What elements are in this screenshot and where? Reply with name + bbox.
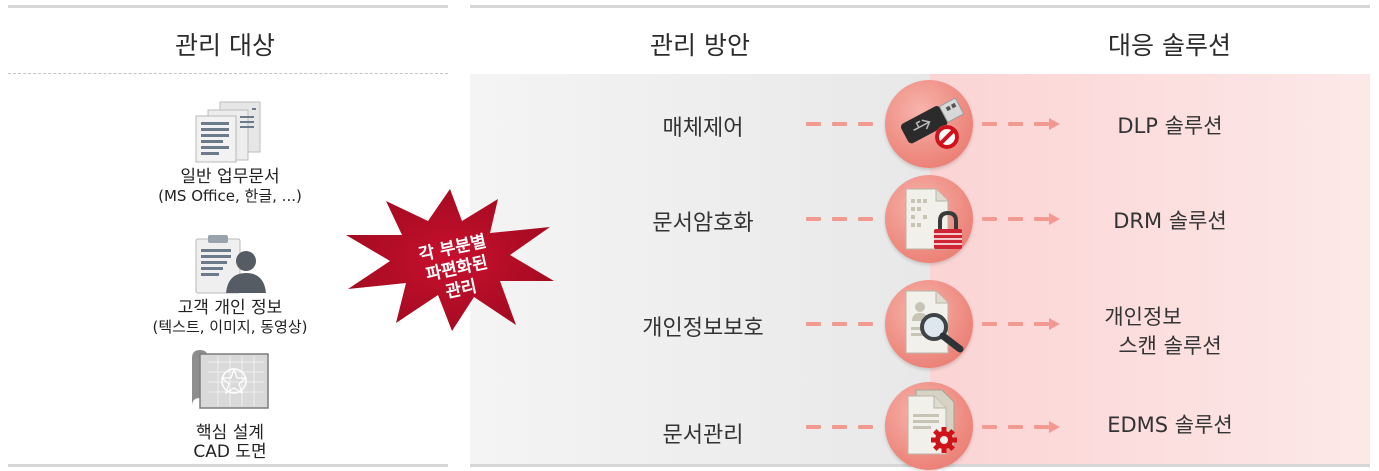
solutions-panel <box>930 74 1370 464</box>
arrow-dash <box>832 322 847 326</box>
header-targets: 관리 대상 <box>175 31 275 60</box>
target-personal-info-title: 고객 개인 정보 <box>177 298 283 318</box>
method-encryption: 문서암호화 <box>652 211 754 236</box>
arrow-dash <box>982 122 997 126</box>
arrow-dash <box>1034 425 1049 429</box>
method-privacy: 개인정보보호 <box>642 316 764 341</box>
header-methods: 관리 방안 <box>650 31 750 60</box>
solution-drm: DRM 솔루션 <box>1040 207 1300 236</box>
solution-privacy-scan-line1: 개인정보 <box>1104 305 1182 329</box>
solution-edms-line1: EDMS 솔루션 <box>1107 413 1233 437</box>
target-personal-info: 고객 개인 정보 (텍스트, 이미지, 동영상) <box>110 299 350 337</box>
arrow-dash <box>832 425 847 429</box>
solution-dlp: DLP 솔루션 <box>1040 112 1300 141</box>
arrow-dash <box>858 425 873 429</box>
arrow-dash <box>982 217 997 221</box>
personal-info-icon <box>190 233 270 301</box>
arrow-dash <box>1034 122 1049 126</box>
arrow-dash <box>1008 122 1023 126</box>
left-bottom-rule <box>8 464 448 467</box>
solution-privacy-scan-line2: 스캔 솔루션 <box>1118 334 1222 358</box>
methods-panel <box>470 74 930 464</box>
left-header-divider <box>8 73 448 74</box>
solution-dlp-line1: DLP 솔루션 <box>1117 114 1223 138</box>
arrow-dash <box>858 122 873 126</box>
left-top-rule <box>8 5 448 8</box>
arrow-dash <box>1034 322 1049 326</box>
target-general-docs-title: 일반 업무문서 <box>180 167 280 187</box>
target-cad: 핵심 설계 CAD 도면 <box>110 424 350 462</box>
method-doc-management: 문서관리 <box>662 423 744 448</box>
target-cad-title: 핵심 설계 <box>196 423 264 443</box>
arrow-dash <box>858 322 873 326</box>
arrow-dash <box>832 122 847 126</box>
arrow-dash <box>858 217 873 221</box>
method-media-control: 매체제어 <box>662 116 744 141</box>
target-personal-info-detail: (텍스트, 이미지, 동영상) <box>152 318 308 336</box>
arrow-dash <box>1034 217 1049 221</box>
target-general-docs: 일반 업무문서 (MS Office, 한글, ...) <box>110 168 350 206</box>
arrowhead <box>1049 421 1060 433</box>
arrow-dash <box>982 322 997 326</box>
arrow-dash <box>982 425 997 429</box>
solution-edms: EDMS 솔루션 <box>1040 411 1300 440</box>
arrowhead <box>1049 318 1060 330</box>
locked-document-icon <box>900 185 970 259</box>
document-gear-icon <box>902 388 972 464</box>
fragmented-burst-icon <box>340 185 560 339</box>
arrowhead <box>1049 118 1060 130</box>
arrow-dash <box>806 425 821 429</box>
arrow-dash <box>806 322 821 326</box>
arrowhead <box>1049 213 1060 225</box>
target-cad-detail: CAD 도면 <box>193 442 267 462</box>
arrow-dash <box>806 122 821 126</box>
arrow-dash <box>806 217 821 221</box>
arrow-dash <box>1008 217 1023 221</box>
arrow-dash <box>832 217 847 221</box>
solution-privacy-scan: 개인정보 스캔 솔루션 <box>1040 303 1300 361</box>
solution-drm-line1: DRM 솔루션 <box>1113 209 1227 233</box>
target-general-docs-detail: (MS Office, 한글, ...) <box>158 187 302 205</box>
cad-blueprint-icon <box>188 348 272 416</box>
arrow-dash <box>1008 425 1023 429</box>
usb-blocked-icon <box>895 85 971 159</box>
document-stack-icon <box>190 100 270 168</box>
arrow-dash <box>1008 322 1023 326</box>
document-search-icon <box>900 287 970 363</box>
header-solutions: 대응 솔루션 <box>1108 31 1231 60</box>
right-top-rule <box>470 5 1370 8</box>
